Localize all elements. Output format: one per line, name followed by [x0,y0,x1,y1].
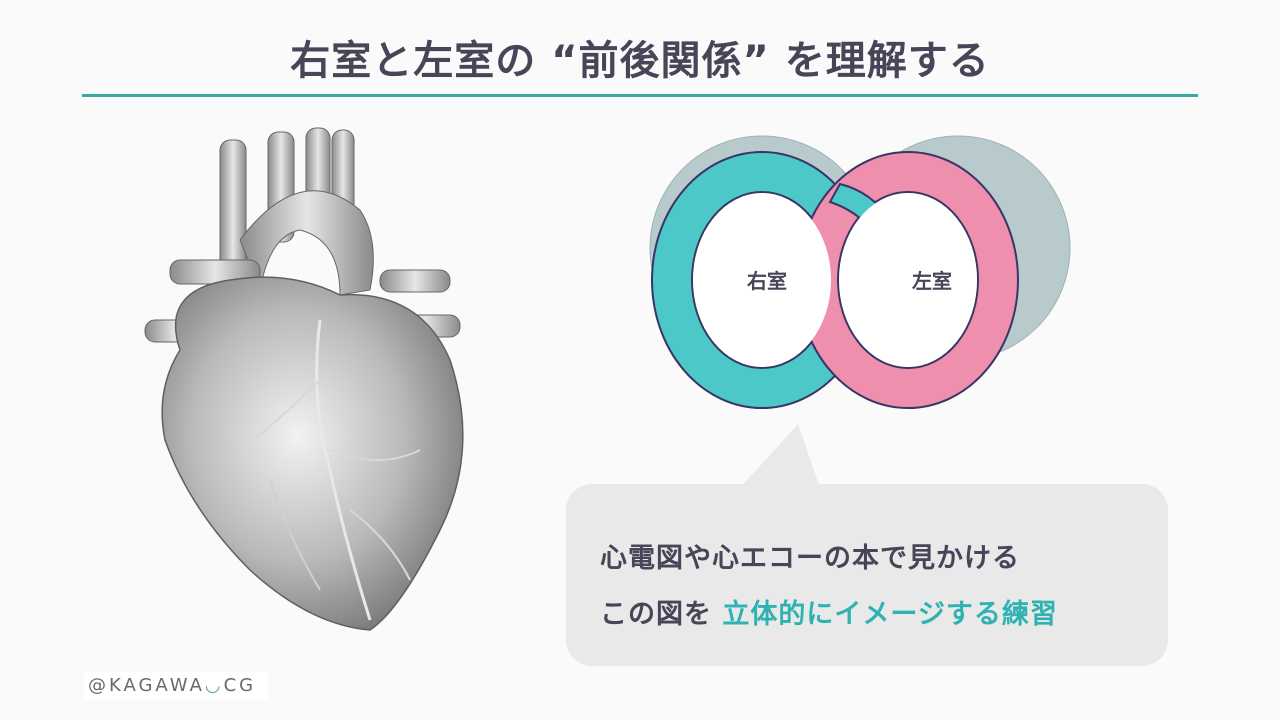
bubble-line-2: この図を 立体的にイメージする練習 [600,592,1058,631]
title-divider [82,94,1198,97]
author-credit: @KAGAWA◡CG [84,672,268,700]
right-ventricle-label: 右室 [747,269,787,293]
left-ventricle-label: 左室 [912,269,952,293]
bubble-line-2-highlight: 立体的にイメージする練習 [722,599,1058,630]
credit-tail: CG [223,675,257,696]
bubble-line-2-prefix: この図を [600,599,723,630]
bubble-tail [740,424,820,488]
speech-bubble [566,484,1168,666]
ventricle-rings-diagram: 右室 左室 [649,135,1071,409]
heart-illustration [144,127,464,631]
bubble-line-1: 心電図や心エコーの本で見かける [600,543,1020,574]
smile-logo-icon: ◡ [204,675,224,696]
page-title: 右室と左室の “前後関係” を理解する [290,38,990,84]
credit-text: @KAGAWA [88,675,205,696]
